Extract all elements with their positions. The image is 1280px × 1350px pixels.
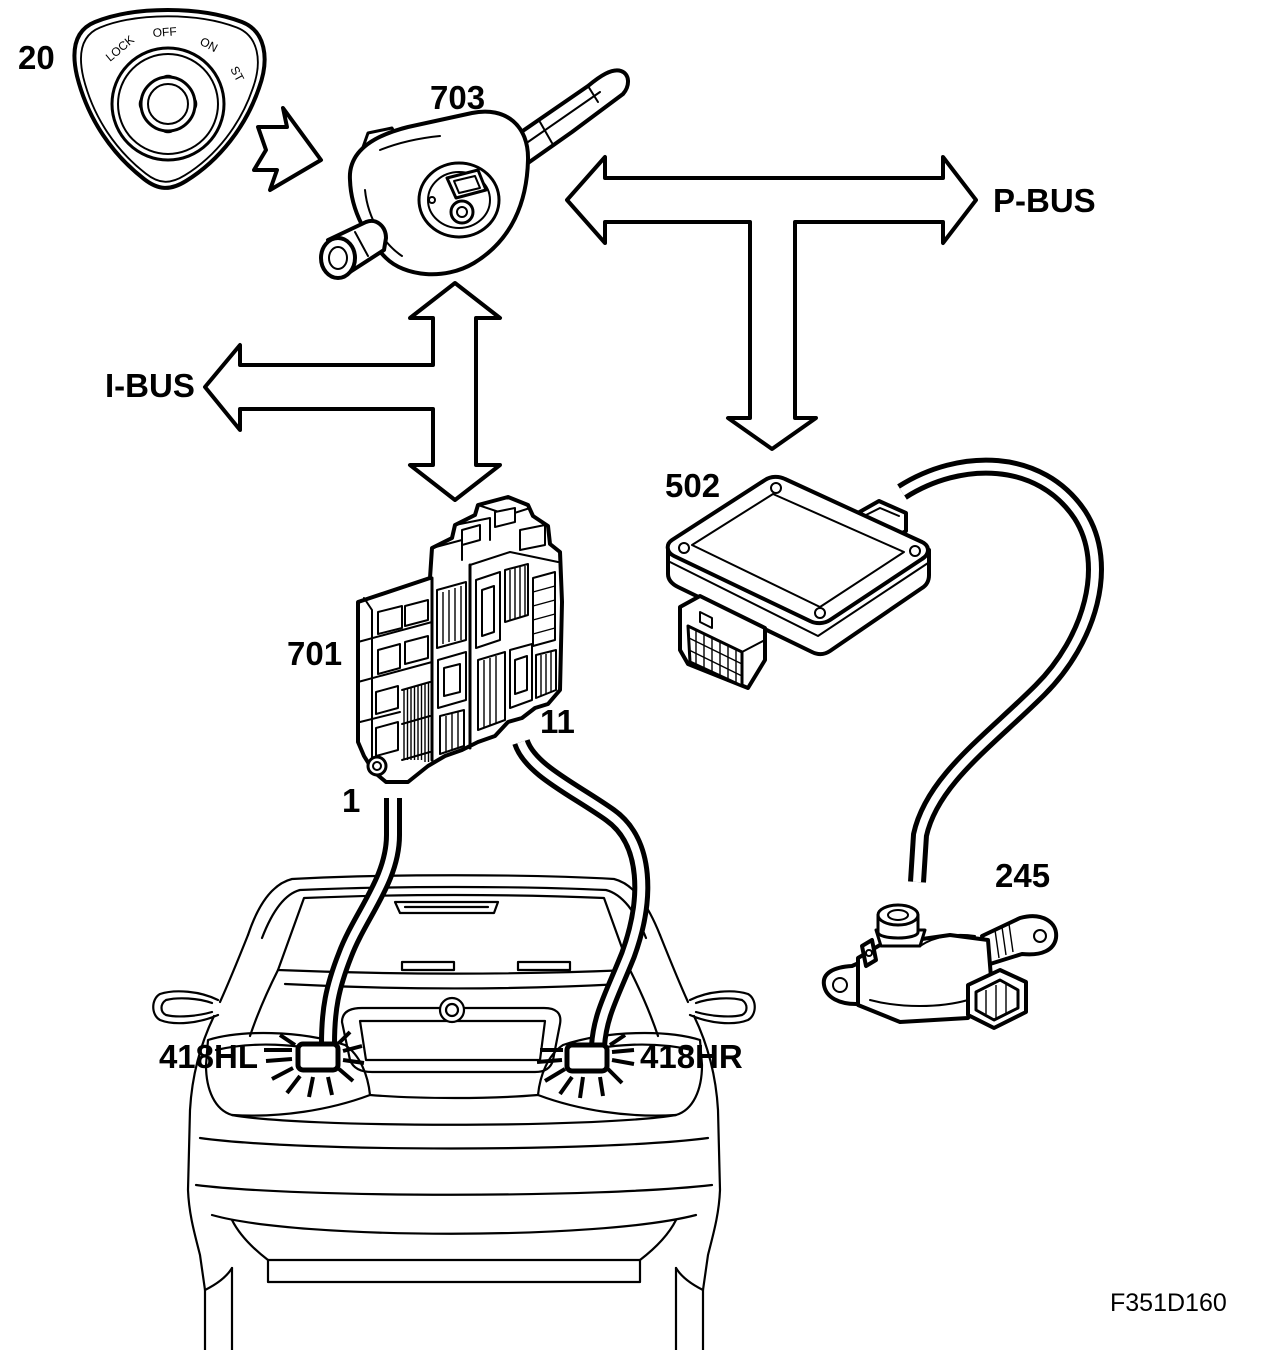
i-bus-arrow bbox=[203, 281, 502, 502]
module-703 bbox=[319, 68, 630, 280]
pin-rows-front bbox=[403, 683, 430, 762]
wire-502-to-245 bbox=[897, 457, 1104, 883]
wire-701-to-418hr bbox=[512, 738, 651, 1047]
mounting-screw bbox=[366, 755, 388, 777]
left-mirror bbox=[152, 990, 220, 1025]
lamp-418hl-bulb bbox=[295, 1041, 341, 1073]
label-pin-11: 11 bbox=[540, 703, 575, 740]
label-245: 245 bbox=[995, 857, 1050, 894]
third-brake-light bbox=[393, 900, 500, 915]
sensor-245-arm bbox=[980, 914, 1059, 966]
label-418hr: 418HR bbox=[640, 1038, 743, 1075]
ignition-switch: LOCK OFF ON ST bbox=[72, 8, 267, 190]
figure-id: F351D160 bbox=[1110, 1289, 1227, 1317]
position-st: ST bbox=[227, 64, 247, 85]
emblem bbox=[438, 996, 466, 1024]
clock-spring-ring bbox=[417, 161, 501, 239]
lamp-418hr bbox=[536, 1033, 635, 1099]
label-418hl: 418HL bbox=[159, 1038, 258, 1075]
ignition-signal-arrow bbox=[252, 106, 323, 192]
sensor-245 bbox=[821, 903, 1059, 1030]
label-701: 701 bbox=[287, 635, 342, 672]
vehicle-rear-view bbox=[152, 874, 756, 1350]
rear-bumper bbox=[230, 1113, 678, 1126]
module-703-housing bbox=[347, 109, 531, 277]
p-bus-arrow bbox=[565, 155, 978, 451]
lamp-418hl bbox=[264, 1030, 365, 1098]
label-502: 502 bbox=[665, 467, 720, 504]
label-pin-1: 1 bbox=[342, 782, 360, 819]
position-off: OFF bbox=[152, 24, 177, 40]
module-502 bbox=[665, 474, 931, 690]
label-i-bus: I-BUS bbox=[105, 367, 195, 404]
label-703: 703 bbox=[430, 79, 485, 116]
key-slot bbox=[139, 75, 197, 133]
module-502-housing bbox=[665, 474, 930, 626]
module-701 bbox=[356, 495, 564, 784]
right-mirror bbox=[688, 990, 756, 1025]
lamp-418hr-bulb bbox=[564, 1042, 610, 1074]
wire-701-to-418hl bbox=[319, 798, 402, 1045]
label-p-bus: P-BUS bbox=[993, 182, 1096, 219]
label-20: 20 bbox=[18, 39, 55, 76]
